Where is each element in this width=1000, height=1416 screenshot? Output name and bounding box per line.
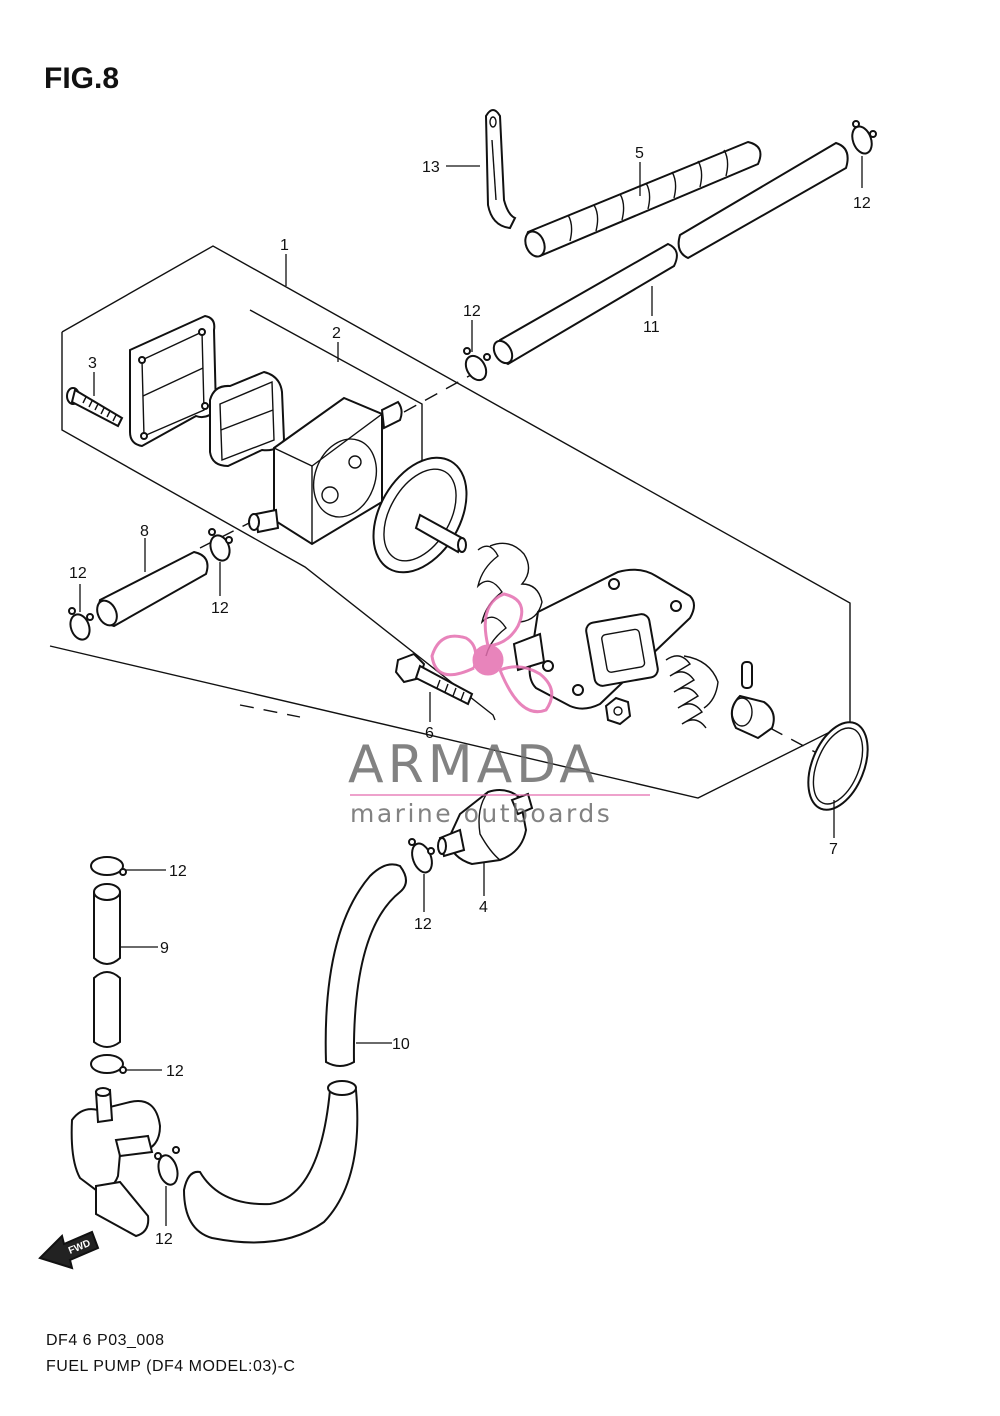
part-12-clip-top-right	[851, 120, 877, 155]
part-3-screw	[66, 387, 124, 428]
nut	[604, 696, 632, 726]
valve-spring	[665, 655, 719, 729]
watermark-brand: ARMADA	[348, 735, 599, 795]
callout-3: 3	[88, 355, 97, 372]
part-12-clip-lower-top	[90, 856, 127, 876]
part-6-bolt	[394, 652, 474, 706]
callout-11: 11	[643, 319, 660, 336]
part-12-clip-mid	[463, 347, 491, 382]
callout-8: 8	[140, 523, 149, 540]
check-valve	[730, 694, 775, 740]
callout-13: 13	[422, 159, 440, 176]
callout-12-left: 12	[69, 565, 87, 582]
callout-1: 1	[280, 237, 289, 254]
callout-12-mid: 12	[463, 303, 481, 320]
assembly-frame-1	[49, 245, 851, 799]
callout-12-left-right: 12	[211, 600, 229, 617]
callout-4: 4	[479, 899, 488, 916]
part-12-clip-left-right	[208, 528, 233, 562]
pump-lower-housing	[512, 568, 695, 710]
callout-12-filter: 12	[414, 916, 432, 933]
part-12-clip-left	[68, 607, 94, 641]
part-12-clip-lower-mid	[90, 1054, 127, 1074]
valve-pin	[741, 661, 753, 689]
callout-6: 6	[425, 725, 434, 742]
callout-9: 9	[160, 940, 169, 957]
diagram-code: DF4 6 P03_008	[46, 1332, 165, 1349]
part-5-protector-tube	[524, 140, 762, 258]
part-10-fuel-hose	[182, 863, 407, 1244]
part-12-clip-filter	[408, 838, 435, 874]
part-12-clip-cock	[154, 1146, 180, 1186]
figure-title: FIG.8	[44, 62, 120, 95]
part-8-hose	[96, 550, 209, 628]
callout-7: 7	[829, 841, 838, 858]
armada-watermark: ARMADA marine outboards	[348, 592, 650, 828]
callout-12-lower-top: 12	[169, 863, 187, 880]
armada-logo-mark	[430, 592, 554, 713]
callout-12-cock: 12	[155, 1231, 173, 1248]
callout-12-lower-mid: 12	[166, 1063, 184, 1080]
part-13-clip	[484, 109, 517, 230]
callout-labels: 1 2 3 4 5 6 7 8 9 10 11 13 12 12 12 12 1…	[69, 145, 871, 1248]
callout-5: 5	[635, 145, 644, 162]
watermark-tagline: marine outboards	[350, 799, 612, 828]
part-9-hose	[93, 883, 121, 1048]
callout-10: 10	[392, 1036, 410, 1053]
pump-gasket	[209, 370, 286, 468]
part-11-fuel-hose	[492, 141, 849, 366]
diagram-caption: FUEL PUMP (DF4 MODEL:03)-C	[46, 1358, 296, 1375]
diaphragm	[372, 456, 468, 574]
fwd-direction-arrow: FWD	[38, 1230, 100, 1270]
fuel-cock	[70, 1087, 162, 1238]
callout-leaders	[79, 156, 863, 1226]
callout-12-top-right: 12	[853, 195, 871, 212]
part-4-fuel-filter	[437, 789, 534, 866]
part-7-o-ring	[807, 721, 869, 811]
pump-cover-plate	[129, 314, 218, 448]
callout-2: 2	[332, 325, 341, 342]
